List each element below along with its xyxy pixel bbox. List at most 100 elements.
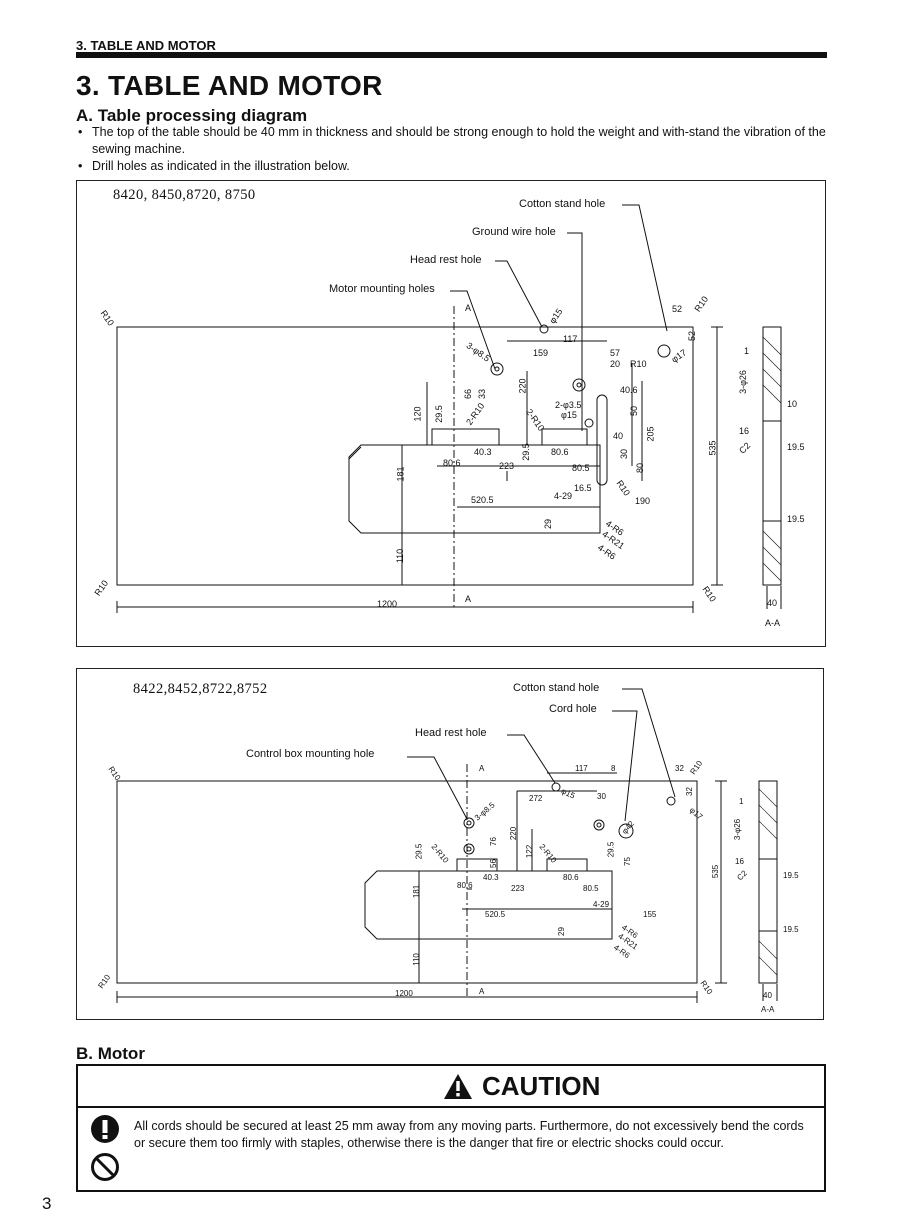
section-dim-1: 1 (739, 797, 744, 806)
bullet-item: Drill holes as indicated in the illustra… (76, 158, 828, 175)
section-marker-bottom: A (465, 594, 472, 604)
section-dim-3-phi26: 3-φ26 (733, 818, 743, 841)
running-header: 3. TABLE AND MOTOR (76, 38, 216, 53)
dim-8: 8 (611, 764, 616, 773)
section-dim-10: 10 (787, 399, 798, 409)
section-dim-19-5b: 19.5 (787, 514, 805, 524)
dim-120: 120 (412, 406, 423, 422)
section-dim-16: 16 (735, 857, 744, 866)
dim-66: 66 (463, 388, 474, 400)
dim-20: 20 (610, 359, 621, 369)
cotton-stand-hole-label: Cotton stand hole (519, 198, 606, 210)
phi15b-label: φ15 (561, 410, 577, 420)
dim-159: 159 (533, 348, 549, 358)
dim-80: 80 (635, 462, 646, 474)
dim-272: 272 (529, 794, 543, 803)
caution-header: CAUTION (78, 1066, 824, 1108)
cotton-stand-hole-label: Cotton stand hole (513, 682, 600, 694)
dim-40-6: 40.6 (620, 385, 638, 395)
section-marker-top: A (465, 303, 472, 313)
dim-155: 155 (643, 910, 657, 919)
caution-text: All cords should be secured at least 25 … (134, 1119, 804, 1150)
dim-80-6a: 80.6 (443, 458, 461, 468)
dim-30: 30 (597, 792, 606, 801)
section-dim-16: 16 (739, 426, 750, 436)
dim-30: 30 (619, 448, 630, 460)
section-title: 3. TABLE AND MOTOR (76, 70, 383, 101)
dim-190: 190 (635, 496, 651, 506)
dim-50: 50 (629, 405, 640, 417)
section-dim-3-phi26: 3-φ26 (737, 370, 748, 394)
dim-223: 223 (511, 884, 525, 893)
section-marker-bottom: A (479, 987, 485, 996)
dim-223: 223 (499, 461, 515, 471)
dim-56: 56 (488, 859, 498, 868)
dim-40-3: 40.3 (474, 447, 492, 457)
control-box-mounting-hole-label: Control box mounting hole (246, 748, 375, 760)
dim-52-top: 52 (672, 304, 683, 314)
dim-depth-front: 110 (411, 953, 421, 966)
section-marker-top: A (479, 764, 485, 773)
dim-220: 220 (509, 826, 519, 841)
bullet-item: The top of the table should be 40 mm in … (76, 124, 828, 158)
section-dim-19-5a: 19.5 (787, 442, 805, 452)
dim-80-6b: 80.6 (563, 873, 579, 882)
dim-29-5b: 29.5 (606, 841, 616, 858)
dim-117: 117 (575, 764, 588, 773)
dim-52-side: 52 (687, 330, 698, 342)
ground-wire-hole-label: Ground wire hole (472, 226, 556, 238)
dim-4-29: 4-29 (593, 900, 610, 909)
prohibition-icon (91, 1153, 119, 1181)
dim-117: 117 (563, 334, 578, 344)
motor-mounting-holes-label: Motor mounting holes (329, 283, 435, 295)
dim-57: 57 (610, 348, 621, 358)
dim-220: 220 (517, 378, 528, 394)
dim-height: 535 (707, 440, 718, 456)
section-dim-40: 40 (763, 991, 772, 1000)
dim-80-5: 80.5 (572, 463, 590, 473)
dim-depth-back: 181 (412, 884, 422, 899)
dim-29: 29 (543, 518, 554, 530)
dim-32-side: 32 (684, 787, 694, 796)
page-number: 3 (42, 1194, 52, 1213)
dim-29-5b: 29.5 (520, 443, 531, 461)
dim-29: 29 (556, 927, 566, 936)
caution-title: CAUTION (482, 1071, 601, 1101)
dim-80-5: 80.5 (583, 884, 599, 893)
caution-box: CAUTION All cords should be secured at l… (76, 1064, 826, 1192)
cord-hole-label: Cord hole (549, 703, 597, 715)
section-dim-40: 40 (767, 598, 778, 608)
table-drawing-1 (116, 204, 782, 613)
table-diagram-2: 8422,8452,8722,8752 Cotton stand hole Co… (76, 668, 824, 1020)
table-outline (116, 780, 698, 984)
header-rule (76, 52, 827, 58)
model-list: 8422,8452,8722,8752 (133, 681, 268, 697)
section-dim-19-5a: 19.5 (783, 871, 799, 880)
side-section (758, 780, 778, 984)
section-label: A-A (765, 618, 781, 628)
dim-80-6b: 80.6 (551, 447, 569, 457)
dim-width: 1200 (395, 989, 413, 998)
r10-label: R10 (630, 359, 647, 369)
dim-33: 33 (477, 388, 488, 400)
subsection-a-title: A. Table processing diagram (76, 106, 308, 125)
dim-16-5: 16.5 (574, 483, 592, 493)
dim-520: 520.5 (471, 495, 494, 505)
dim-width: 1200 (377, 599, 398, 609)
dim-205: 205 (645, 426, 656, 442)
bed-cutout (348, 444, 601, 534)
bullet-list: The top of the table should be 40 mm in … (76, 124, 828, 175)
dim-40-3: 40.3 (483, 873, 499, 882)
bed-cutout (364, 870, 613, 940)
section-dim-1: 1 (744, 346, 750, 356)
section-label: A-A (761, 1005, 775, 1014)
dim-depth-front: 110 (395, 548, 406, 564)
holes-2-phi3-5: 2-φ3.5 (555, 400, 582, 410)
subsection-b-title: B. Motor (76, 1044, 145, 1063)
model-list: 8420, 8450,8720, 8750 (113, 187, 256, 203)
dim-height: 535 (711, 864, 721, 879)
head-rest-hole-label: Head rest hole (415, 727, 487, 739)
dim-depth-back: 181 (395, 466, 406, 482)
dim-75: 75 (622, 857, 632, 866)
table-drawing-2 (116, 688, 778, 1003)
